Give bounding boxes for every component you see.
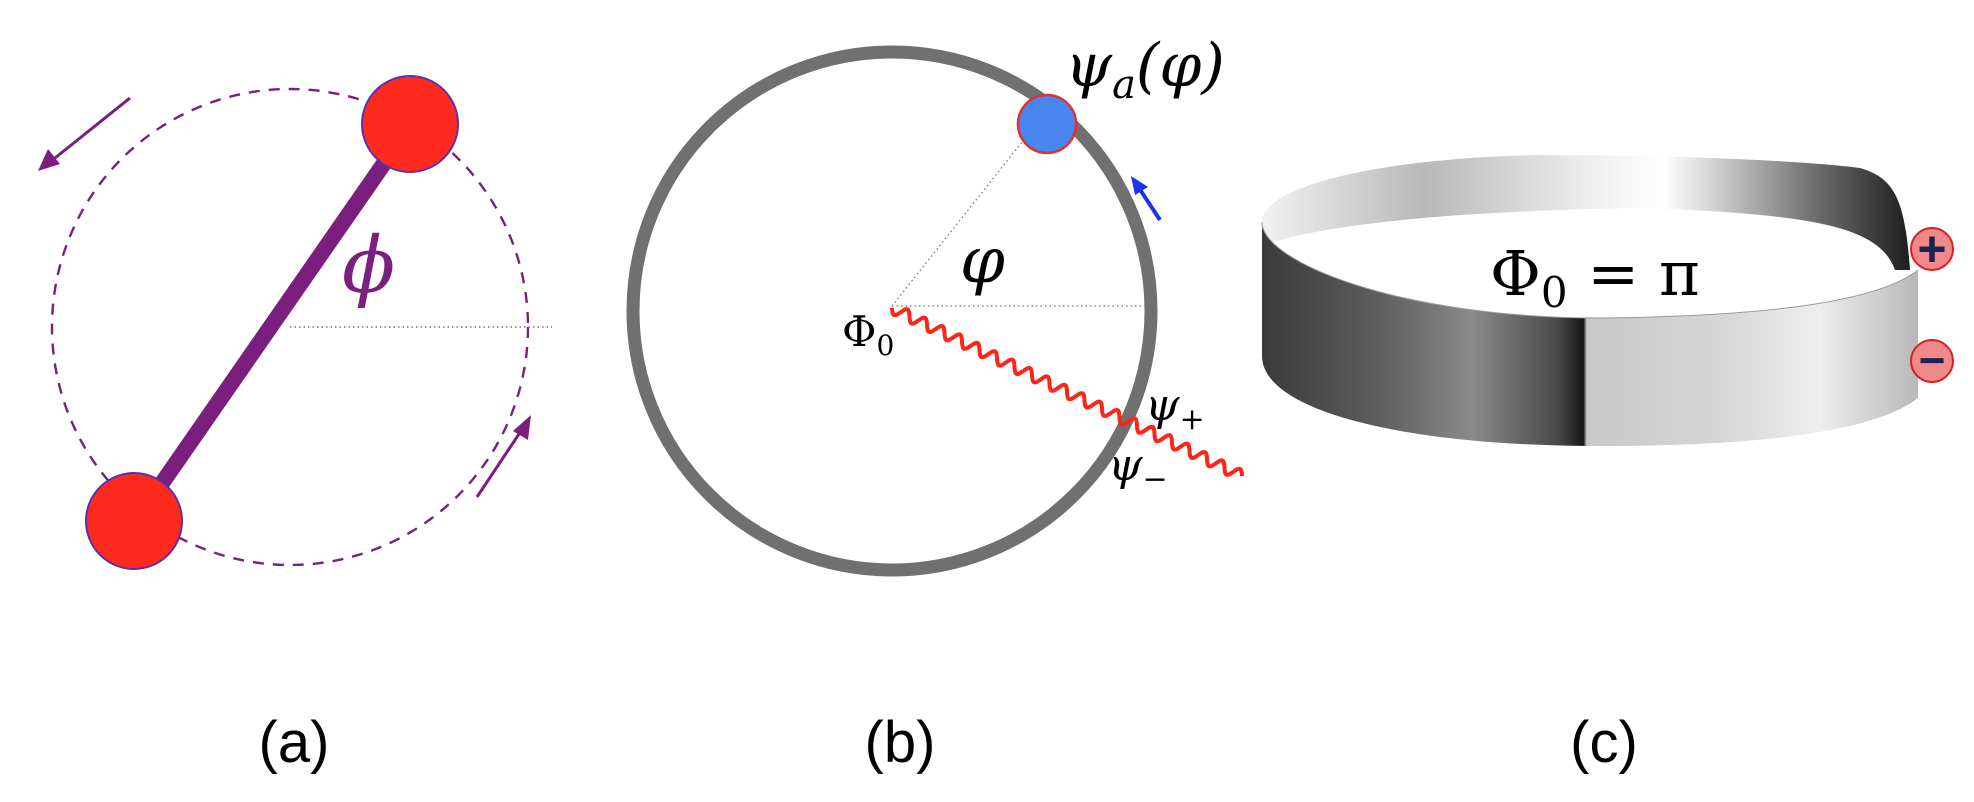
- plus-charge-badge: +: [1910, 221, 1954, 277]
- branch-cut: [890, 307, 1244, 477]
- psi-plus-label: ψ+: [1145, 380, 1205, 437]
- panel-a: ϕ (a): [38, 75, 552, 775]
- band-back: [1262, 155, 1910, 270]
- caption-a: (a): [259, 710, 330, 775]
- plus-icon: +: [1917, 221, 1946, 277]
- wavefunction-label: ψa(φ): [1065, 31, 1225, 108]
- panel-b: ψa(φ) φ Φ0 ψ+ ψ− (b): [626, 31, 1244, 775]
- panel-c: Φ0 = π + − (c): [1261, 155, 1954, 775]
- caption-b: (b): [865, 710, 936, 775]
- angle-varphi-label: φ: [960, 224, 1005, 298]
- particle: [1016, 93, 1078, 155]
- band-top-edge: [1261, 221, 1919, 319]
- psi-minus-label: ψ−: [1108, 440, 1168, 497]
- rod: [127, 118, 418, 530]
- minus-icon: −: [1919, 334, 1946, 386]
- flux-equation: Φ0 = π: [1490, 237, 1700, 317]
- arrow-lower-right-icon: [475, 415, 531, 498]
- angle-phi-label: ϕ: [342, 221, 395, 311]
- ring: [626, 45, 1158, 577]
- mass-top: [361, 75, 459, 173]
- mass-bottom: [85, 472, 183, 570]
- arrow-upper-left-icon: [38, 96, 131, 171]
- rotation-path: [50, 87, 530, 567]
- radius-to-particle: [891, 141, 1023, 307]
- caption-c: (c): [1570, 710, 1638, 775]
- band-front: [1262, 222, 1918, 446]
- flux-label-b: Φ0: [842, 307, 894, 362]
- minus-charge-badge: −: [1910, 334, 1954, 386]
- arrow-blue-icon: [1131, 176, 1162, 222]
